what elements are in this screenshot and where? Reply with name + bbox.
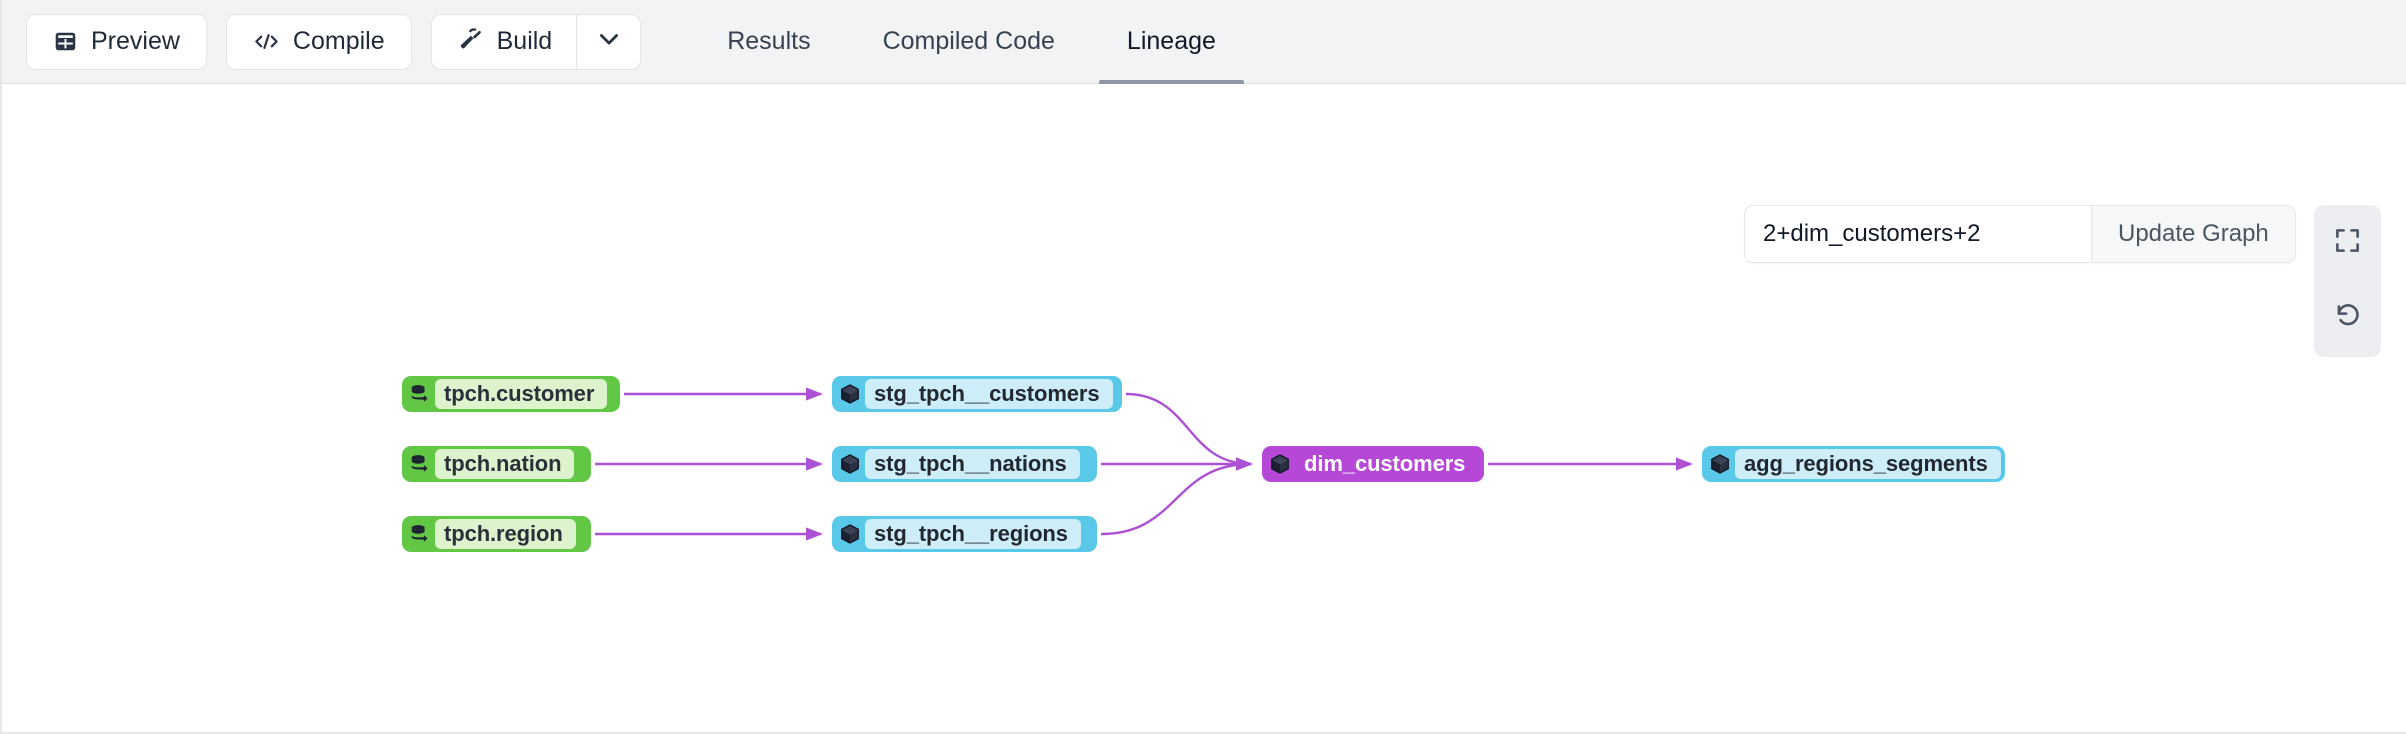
database-source-icon bbox=[405, 379, 435, 409]
tab-results[interactable]: Results bbox=[691, 0, 846, 84]
tab-compiled-code[interactable]: Compiled Code bbox=[847, 0, 1091, 84]
lineage-node-label: agg_regions_segments bbox=[1735, 449, 2001, 479]
cube-model-icon bbox=[835, 449, 865, 479]
fullscreen-button[interactable] bbox=[2322, 217, 2374, 269]
build-dropdown-toggle[interactable] bbox=[577, 15, 640, 69]
lineage-node-tpch-nation[interactable]: tpch.nation bbox=[402, 446, 591, 482]
chevron-down-icon bbox=[595, 25, 623, 58]
lineage-edges bbox=[594, 387, 1693, 541]
build-split-button: Build bbox=[430, 13, 642, 70]
graph-selector-input[interactable] bbox=[1745, 206, 2091, 262]
build-divider bbox=[576, 14, 578, 69]
fullscreen-expand-icon bbox=[2334, 227, 2361, 259]
database-source-icon bbox=[405, 449, 435, 479]
lineage-node-tpch-customer[interactable]: tpch.customer bbox=[402, 376, 620, 412]
lineage-canvas[interactable]: tpch.customer tpch.nation tpch.region stg_t… bbox=[2, 84, 2406, 732]
lineage-edge-stg-tpch-customers-to-dim-customers bbox=[1125, 392, 1253, 471]
result-tabs: Results Compiled Code Lineage bbox=[691, 0, 1252, 84]
graph-side-controls bbox=[2314, 205, 2381, 357]
lineage-node-stg-tpch-regions[interactable]: stg_tpch__regions bbox=[832, 516, 1097, 552]
build-button[interactable]: Build bbox=[432, 15, 577, 69]
preview-button[interactable]: Preview bbox=[26, 13, 207, 70]
lineage-node-stg-tpch-customers[interactable]: stg_tpch__customers bbox=[832, 376, 1122, 412]
hammer-icon bbox=[458, 26, 484, 58]
reset-rotate-icon bbox=[2334, 301, 2362, 334]
lineage-node-label: stg_tpch__regions bbox=[865, 519, 1081, 549]
cube-model-icon bbox=[835, 379, 865, 409]
build-button-label: Build bbox=[496, 27, 553, 55]
editor-toolbar: Preview Compile bbox=[2, 0, 2406, 84]
preview-button-label: Preview bbox=[91, 27, 180, 55]
lineage-node-dim-customers[interactable]: dim_customers bbox=[1262, 446, 1484, 482]
compile-button-label: Compile bbox=[292, 27, 385, 55]
lineage-node-tpch-region[interactable]: tpch.region bbox=[402, 516, 591, 552]
update-graph-button[interactable]: Update Graph bbox=[2091, 206, 2295, 262]
tab-lineage[interactable]: Lineage bbox=[1091, 0, 1252, 84]
lineage-graph: tpch.customer tpch.nation tpch.region stg_t… bbox=[2, 84, 2406, 732]
code-brackets-icon bbox=[253, 29, 280, 54]
database-source-icon bbox=[405, 519, 435, 549]
graph-selector-group: Update Graph bbox=[1744, 205, 2296, 263]
tab-results-label: Results bbox=[727, 27, 811, 55]
lineage-edge-stg-tpch-regions-to-dim-customers bbox=[1100, 457, 1253, 536]
lineage-node-label: tpch.region bbox=[435, 519, 576, 549]
cube-model-icon bbox=[835, 519, 865, 549]
lineage-node-label: tpch.customer bbox=[435, 379, 608, 409]
compile-button[interactable]: Compile bbox=[225, 13, 412, 70]
lineage-node-label: stg_tpch__customers bbox=[865, 379, 1113, 409]
action-button-group: Preview Compile bbox=[26, 13, 642, 70]
lineage-node-label: tpch.nation bbox=[435, 449, 575, 479]
reset-graph-button[interactable] bbox=[2322, 291, 2374, 343]
lineage-node-label: stg_tpch__nations bbox=[865, 449, 1080, 479]
cube-model-icon bbox=[1265, 449, 1295, 479]
cube-model-icon bbox=[1705, 449, 1735, 479]
tab-compiled-code-label: Compiled Code bbox=[882, 27, 1055, 55]
update-graph-label: Update Graph bbox=[2118, 220, 2269, 247]
table-icon bbox=[53, 29, 78, 54]
lineage-node-label: dim_customers bbox=[1304, 451, 1466, 476]
lineage-node-agg-regions-segments[interactable]: agg_regions_segments bbox=[1702, 446, 2005, 482]
lineage-node-stg-tpch-nations[interactable]: stg_tpch__nations bbox=[832, 446, 1097, 482]
tab-lineage-label: Lineage bbox=[1126, 27, 1216, 55]
